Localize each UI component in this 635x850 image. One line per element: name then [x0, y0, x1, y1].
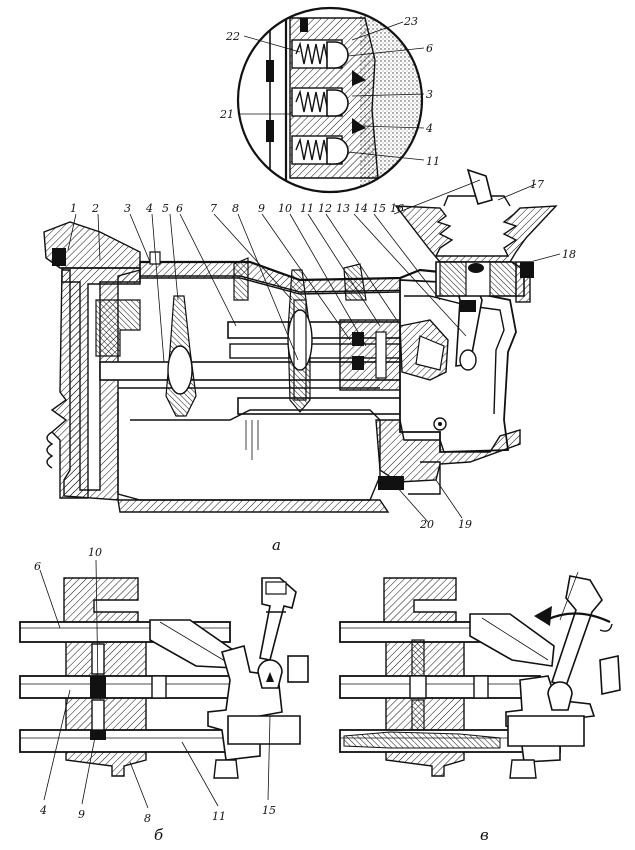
callout-15: 15 [372, 202, 386, 215]
caption-v: в [480, 826, 489, 844]
view-v: в [339, 571, 621, 844]
callout-5: 5 [162, 202, 169, 215]
callout-inset-22: 22 [225, 30, 240, 43]
callout-14: 14 [354, 202, 368, 215]
callout-9: 9 [258, 202, 265, 215]
main-section-a [43, 168, 558, 513]
callout-4: 4 [145, 202, 153, 215]
inset-callouts: 22 23 6 3 21 4 11 [219, 15, 440, 168]
callout-13: 13 [336, 202, 350, 215]
caption-b: б [154, 826, 164, 844]
callout-b-10: 10 [88, 546, 102, 559]
callout-7: 7 [210, 202, 217, 215]
callout-inset-6: 6 [426, 42, 433, 55]
callout-6: 6 [176, 202, 183, 215]
callout-inset-3: 3 [426, 88, 433, 101]
main-callouts: 1 2 3 4 5 6 7 8 9 10 11 12 13 14 15 16 1… [67, 178, 576, 554]
callout-inset-23: 23 [403, 15, 418, 28]
callout-b-4: 4 [39, 804, 47, 817]
view-b: 6 10 4 9 8 11 15 б [19, 546, 309, 844]
detent-detail-inset [236, 6, 424, 194]
callout-inset-21: 21 [219, 108, 234, 121]
callout-inset-4: 4 [425, 122, 433, 135]
callout-3: 3 [124, 202, 131, 215]
callout-19: 19 [458, 518, 472, 531]
callout-inset-11: 11 [426, 155, 440, 168]
callout-16: 16 [390, 202, 404, 215]
callout-b-6: 6 [34, 560, 41, 573]
callout-b-9: 9 [78, 808, 85, 821]
callout-10: 10 [278, 202, 292, 215]
caption-a: а [272, 536, 281, 554]
callout-20: 20 [419, 518, 434, 531]
callout-17: 17 [530, 178, 544, 191]
callout-8: 8 [232, 202, 239, 215]
callout-b-15: 15 [262, 804, 276, 817]
callout-11: 11 [300, 202, 314, 215]
callout-b-11: 11 [212, 810, 226, 823]
callout-18: 18 [562, 248, 576, 261]
callout-12: 12 [318, 202, 332, 215]
callout-1: 1 [70, 202, 77, 215]
callout-2: 2 [91, 202, 99, 215]
callout-b-8: 8 [144, 812, 151, 825]
